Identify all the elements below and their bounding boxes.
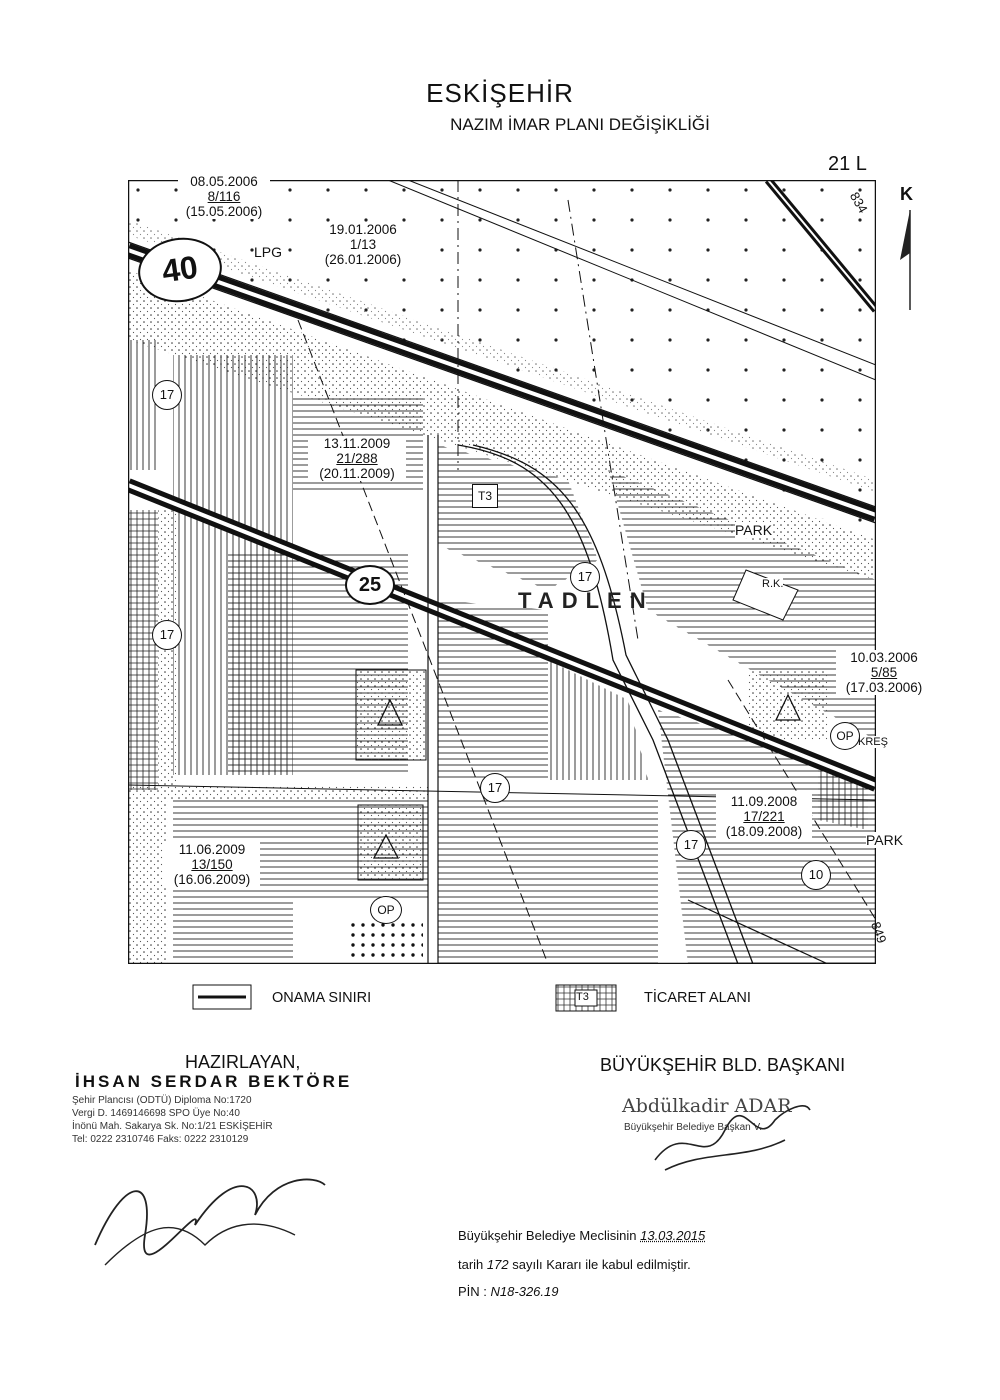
- north-label: K: [900, 184, 913, 205]
- decision-label: 11.06.200913/150(16.06.2009): [164, 842, 260, 887]
- op-label: OP: [370, 896, 402, 924]
- approval-boundary-legend-icon: [192, 984, 252, 1010]
- approval-line-1: Büyükşehir Belediye Meclisinin 13.03.201…: [458, 1228, 705, 1243]
- sheet-number: 21 L: [828, 153, 867, 176]
- approval-date: 13.03.2015: [640, 1228, 705, 1243]
- mayor-signature-icon: [645, 1090, 815, 1180]
- legend-onama: ONAMA SINIRI: [272, 990, 371, 1006]
- approval-line-2: tarih 172 sayılı Kararı ile kabul edilmi…: [458, 1257, 691, 1272]
- op-label: OP: [830, 722, 860, 750]
- decision-label: 11.09.200817/221(18.09.2008): [716, 794, 812, 839]
- approval-pin-line: PİN : N18-326.19: [458, 1284, 558, 1299]
- approval-number: 172: [487, 1257, 509, 1272]
- circle-code: 17: [152, 380, 182, 410]
- park-label: PARK: [866, 832, 903, 848]
- kres-label: KREŞ: [858, 736, 888, 748]
- preparer-stamp: Şehir Plancısı (ODTÜ) Diploma No:1720 Ve…: [72, 1094, 362, 1146]
- legend-ticaret-code: T3: [576, 991, 589, 1003]
- district-label: TADLEN: [518, 588, 654, 614]
- decision-label: 19.01.20061/13(26.01.2006): [315, 222, 411, 267]
- preparer-signature-icon: [85, 1155, 345, 1275]
- circle-code: 17: [676, 830, 706, 860]
- north-arrow-icon: [896, 205, 926, 315]
- mayor-title: BÜYÜKŞEHİR BLD. BAŞKANI: [600, 1055, 845, 1076]
- approval-prefix: Büyükşehir Belediye Meclisinin: [458, 1228, 636, 1243]
- commercial-t3-marker: T3: [472, 484, 498, 508]
- circle-code: 10: [801, 860, 831, 890]
- circle-code: 17: [480, 773, 510, 803]
- plan-subtitle: NAZIM İMAR PLANI DEĞİŞİKLİĞİ: [0, 115, 1000, 135]
- decision-label: 13.11.200921/288(20.11.2009): [308, 436, 406, 481]
- park-label: PARK: [735, 522, 772, 538]
- road-number-25: 25: [345, 565, 395, 605]
- decision-label: 08.05.20068/116(15.05.2006): [178, 174, 270, 219]
- city-title: ESKİŞEHİR: [0, 78, 1000, 109]
- approval-suffix: sayılı Kararı ile kabul edilmiştir.: [512, 1257, 690, 1272]
- circle-code: 17: [152, 620, 182, 650]
- legend-ticaret: TİCARET ALANI: [644, 990, 751, 1006]
- rk-label: R.K.: [762, 578, 783, 590]
- prepared-by-title: HAZIRLAYAN,: [185, 1052, 300, 1073]
- decision-label: 10.03.20065/85(17.03.2006): [836, 650, 932, 695]
- preparer-name: İHSAN SERDAR BEKTÖRE: [75, 1072, 352, 1092]
- lpg-label: LPG: [254, 244, 282, 260]
- pin-value: N18-326.19: [491, 1284, 559, 1299]
- approval-tarih: tarih: [458, 1257, 483, 1272]
- pin-label: PİN :: [458, 1284, 487, 1299]
